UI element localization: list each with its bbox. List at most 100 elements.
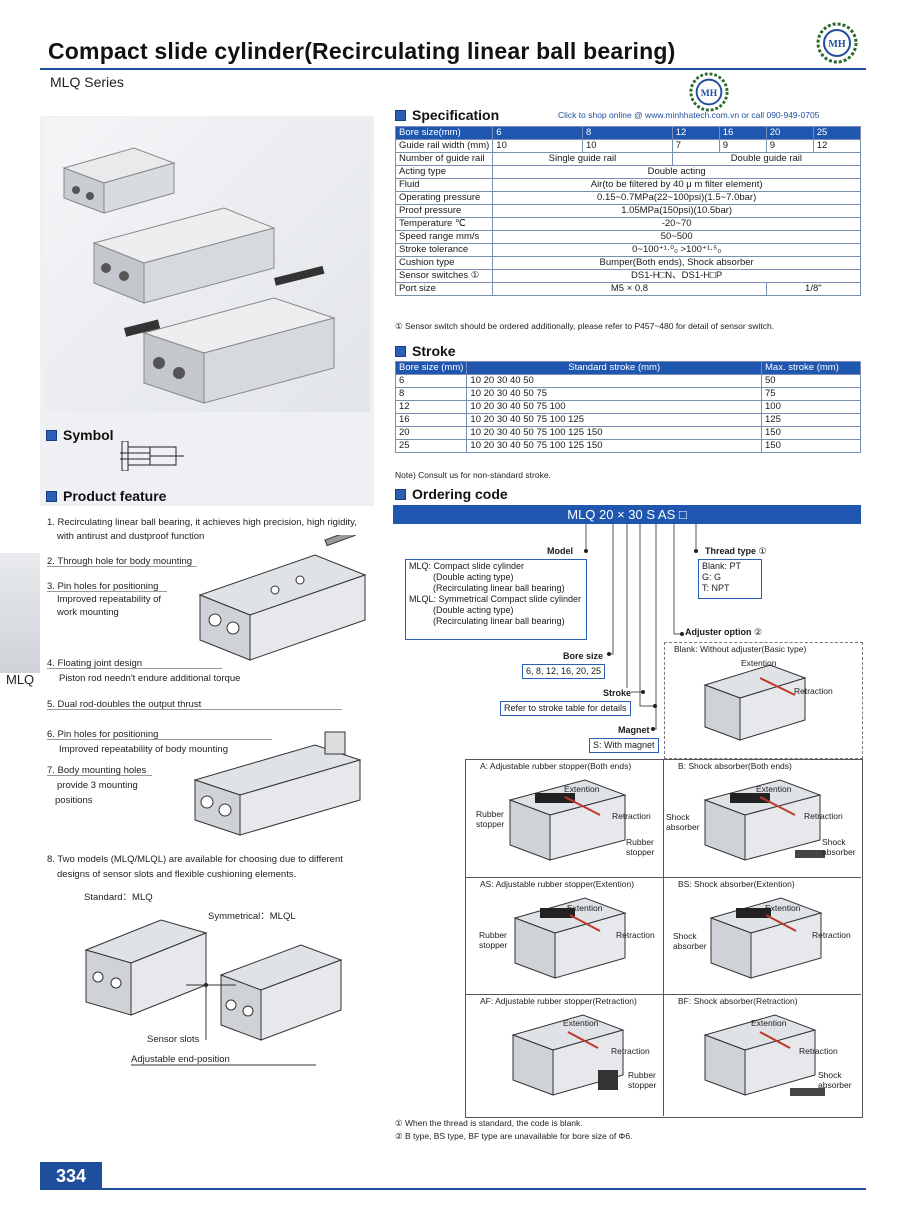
company-logo-small-icon: MH bbox=[689, 72, 729, 112]
specification-heading: Specification bbox=[395, 107, 499, 123]
panel-af-caption: AF: Adjustable rubber stopper(Retraction… bbox=[480, 996, 637, 1006]
adjuster-grid bbox=[465, 759, 863, 1118]
panel-bs-drawing bbox=[709, 897, 823, 979]
spec-cell: 1.05MPa(150psi)(10.5bar) bbox=[492, 204, 861, 218]
table-cell: 10 20 30 40 50 75 100 125 bbox=[466, 413, 762, 427]
spec-header-cell: 16 bbox=[718, 126, 767, 140]
table-cell: 50 bbox=[761, 374, 861, 388]
panel-bs-extention: Extention bbox=[765, 903, 801, 913]
footer-rule bbox=[40, 1188, 866, 1190]
feature-3-line3: work mounting bbox=[57, 607, 119, 618]
adjuster-option-label: Adjuster option ② bbox=[685, 627, 763, 638]
symmetrical-label: Symmetrical：MLQL bbox=[208, 911, 296, 922]
spec-label: Number of guide rail bbox=[394, 152, 494, 166]
table-cell: 8 bbox=[394, 387, 468, 401]
panel-af-retraction: Retraction bbox=[611, 1046, 650, 1056]
panel-b-left-label: Shock absorber bbox=[666, 812, 700, 832]
spec-cell: 10 bbox=[492, 139, 583, 153]
spec-cell: Air(to be filtered by 40 μ m filter elem… bbox=[492, 178, 861, 192]
spec-cell: 1/8" bbox=[765, 282, 862, 296]
spec-cell: 50~500 bbox=[492, 230, 861, 244]
stroke-table: Bore size (mm) Standard stroke (mm) Max.… bbox=[394, 361, 861, 453]
spec-cell: Single guide rail bbox=[492, 152, 673, 166]
spec-cell: 0~100⁺¹·⁰₀ >100⁺¹·⁵₀ bbox=[492, 243, 861, 257]
magnet-box: S: With magnet bbox=[589, 738, 659, 753]
panel-bf-extention: Extention bbox=[751, 1018, 787, 1028]
leader-line bbox=[47, 591, 167, 592]
svg-text:MH: MH bbox=[828, 39, 845, 50]
feature-3-line2: Improved repeatability of bbox=[57, 594, 162, 605]
spec-note: ① Sensor switch should be ordered additi… bbox=[395, 321, 775, 331]
spec-label: Cushion type bbox=[394, 256, 494, 270]
svg-text:MH: MH bbox=[701, 89, 718, 99]
spec-row: Temperature ℃-20~70 bbox=[394, 217, 861, 231]
blank-device-drawing bbox=[703, 664, 807, 741]
panel-af-right-label: Rubber stopper bbox=[628, 1070, 657, 1090]
spec-label: Acting type bbox=[394, 165, 494, 179]
grid-divider bbox=[465, 877, 861, 878]
feature-4-cont: Piston rod needn't endure additional tor… bbox=[59, 673, 241, 684]
extention-label: Extention bbox=[741, 658, 777, 668]
shop-link[interactable]: Click to shop online @ www.minhhatech.co… bbox=[558, 110, 820, 120]
page-title: Compact slide cylinder(Recirculating lin… bbox=[48, 38, 676, 64]
panel-bs-left-label: Shock absorber bbox=[673, 931, 707, 951]
panel-bf-caption: BF: Shock absorber(Retraction) bbox=[678, 996, 798, 1006]
panel-b-right-label: Shock absorber bbox=[822, 837, 856, 857]
feature-1: 1. Recirculating linear ball bearing, it… bbox=[47, 517, 357, 528]
thread-type-label: Thread type ① bbox=[705, 546, 767, 557]
panel-bf-drawing bbox=[703, 1014, 825, 1096]
cylinder-small-image bbox=[62, 147, 176, 214]
spec-label: Port size bbox=[394, 282, 494, 296]
table-cell: 150 bbox=[761, 439, 861, 453]
spec-cell: 12 bbox=[812, 139, 862, 153]
model-box: MLQ: Compact slide cylinder (Double acti… bbox=[405, 559, 587, 640]
spec-cell: 10 bbox=[581, 139, 673, 153]
table-cell: 6 bbox=[394, 374, 468, 388]
spec-cell: 0.15~0.7MPa(22~100psi)(1.5~7.0bar) bbox=[492, 191, 861, 205]
feature-heading: Product feature bbox=[46, 488, 166, 504]
spec-label: Stroke tolerance bbox=[394, 243, 494, 257]
feature-4: 4. Floating joint design bbox=[47, 658, 143, 669]
panel-a-drawing bbox=[508, 779, 627, 861]
stroke-header-cell: Max. stroke (mm) bbox=[761, 361, 861, 375]
thread-type-box: Blank: PT G: G T: NPT bbox=[698, 559, 762, 599]
feature-8-cont: designs of sensor slots and flexible cus… bbox=[57, 869, 297, 880]
ordering-code-bar: MLQ 20 × 30 S AS □ bbox=[393, 505, 861, 524]
series-name: MLQ Series bbox=[50, 74, 124, 90]
retraction-label: Retraction bbox=[794, 686, 833, 696]
cylinder-medium-image bbox=[92, 207, 325, 304]
spec-label: Proof pressure bbox=[394, 204, 494, 218]
panel-b-drawing bbox=[703, 779, 825, 861]
spec-header-cell: 25 bbox=[812, 126, 862, 140]
table-cell: 100 bbox=[761, 400, 861, 414]
spec-header-cell: 6 bbox=[492, 126, 583, 140]
stroke-header-cell: Standard stroke (mm) bbox=[466, 361, 762, 375]
spec-header-cell: Bore size(mm) bbox=[394, 126, 494, 140]
panel-a-extention: Extention bbox=[564, 784, 600, 794]
company-logo-icon: MH bbox=[816, 22, 858, 64]
panel-bf-right-label: Shock absorber bbox=[818, 1070, 852, 1090]
feature-2: 2. Through hole for body mounting bbox=[47, 556, 193, 567]
table-cell: 10 20 30 40 50 75 bbox=[466, 387, 762, 401]
spec-cell: 7 bbox=[671, 139, 720, 153]
stroke-box: Refer to stroke table for details bbox=[500, 701, 631, 716]
leader-line bbox=[47, 775, 152, 776]
feature-device-drawing-1 bbox=[198, 535, 367, 661]
table-cell: 10 20 30 40 50 bbox=[466, 374, 762, 388]
cylinder-symbol-icon bbox=[120, 441, 184, 471]
grid-divider bbox=[465, 994, 861, 995]
model-label: Model bbox=[547, 546, 573, 556]
spec-cell: Double acting bbox=[492, 165, 861, 179]
feature-6: 6. Pin holes for positioning bbox=[47, 729, 159, 740]
stroke-heading: Stroke bbox=[395, 343, 456, 359]
table-cell: 10 20 30 40 50 75 100 125 150 bbox=[466, 426, 762, 440]
spec-cell: M5 × 0.8 bbox=[492, 282, 767, 296]
spec-cell: Double guide rail bbox=[671, 152, 862, 166]
